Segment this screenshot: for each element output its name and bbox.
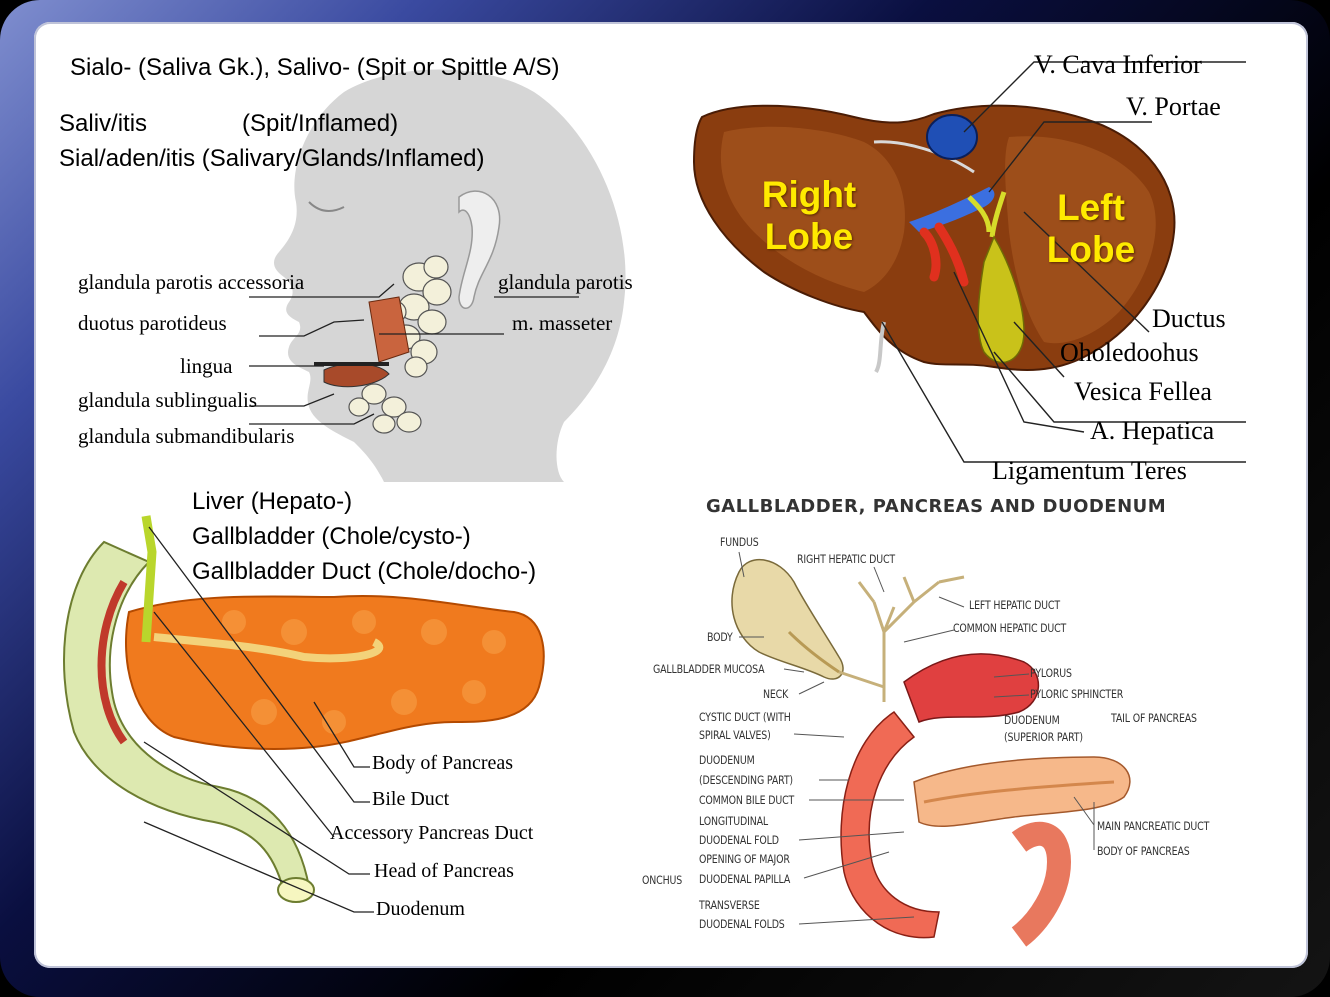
gb-label-tail: TAIL OF PANCREAS xyxy=(1111,711,1197,725)
pancreas-texture xyxy=(222,610,506,734)
gb-pancreas-organ xyxy=(913,756,1131,828)
gb-label-transverse-1: TRANSVERSE xyxy=(699,898,760,912)
label-duotus: duotus parotideus xyxy=(78,311,227,335)
pancreas-leader-lines xyxy=(143,526,374,913)
gb-label-longitudinal-1: LONGITUDINAL xyxy=(699,814,768,828)
gb-title: GALLBLADDER, PANCREAS AND DUODENUM xyxy=(706,496,1167,517)
gb-label-neck: NECK xyxy=(763,687,789,701)
label-parotis: glandula parotis xyxy=(498,270,633,294)
gb-label-fundus: FUNDUS xyxy=(720,535,759,549)
left-lobe-text: Left Lobe xyxy=(1046,187,1136,270)
gallbladder-shape xyxy=(977,235,1025,363)
head-illustration xyxy=(249,69,626,482)
eye-line xyxy=(308,201,345,212)
head-leader-lines xyxy=(249,283,579,425)
gb-label-duodenum-desc-1: DUODENUM xyxy=(699,753,755,767)
slide-card: Sialo- (Saliva Gk.), Salivo- (Spit or Sp… xyxy=(34,22,1308,968)
label-sublingualis: glandula sublingualis xyxy=(78,388,258,412)
liver-illustration xyxy=(692,61,1246,463)
label-portae: V. Portae xyxy=(1126,92,1221,121)
label-accessory-duct: Accessory Pancreas Duct xyxy=(330,822,534,844)
label-hepatica: A. Hepatica xyxy=(1090,416,1215,445)
label-lingua: lingua xyxy=(180,354,233,378)
right-lobe-text: Right Lobe xyxy=(761,174,857,257)
gb-label-duodenum-desc-2: (DESCENDING PART) xyxy=(699,773,793,787)
bile-duct-tube xyxy=(141,515,157,643)
left-lobe-highlight xyxy=(1005,136,1156,344)
ear-shape xyxy=(458,190,501,309)
gb-label-duodenum-sup-1: DUODENUM xyxy=(1004,713,1060,727)
main-pancreatic-duct-line xyxy=(923,780,1115,804)
gallbladder-mucosa-fold xyxy=(787,630,840,674)
pylorus-organ xyxy=(903,653,1040,723)
gb-illustration xyxy=(731,551,1131,947)
label-teres: Ligamentum Teres xyxy=(992,456,1187,485)
gb-label-mucosa: GALLBLADDER MUCOSA xyxy=(653,662,765,676)
gb-label-left-hepatic: LEFT HEPATIC DUCT xyxy=(969,598,1060,612)
sialadenitis-line: Sial/aden/itis (Salivary/Glands/Inflamed… xyxy=(59,145,485,172)
label-duodenum: Duodenum xyxy=(376,898,465,920)
gb-label-duodenum-sup-2: (SUPERIOR PART) xyxy=(1004,730,1083,744)
vena-cava-shape xyxy=(926,114,978,160)
salivitis-term: Saliv/itis xyxy=(59,110,148,137)
label-choledochus: Oholedoohus xyxy=(1060,338,1199,367)
label-body-pancreas: Body of Pancreas xyxy=(372,752,514,774)
liver-leader-lines xyxy=(881,61,1246,463)
liver-fissure xyxy=(873,140,975,174)
salivitis-meaning: (Spit/Inflamed) xyxy=(242,110,399,137)
gb-leader-lines xyxy=(738,551,1095,925)
liver-term-line-1: Liver (Hepato-) xyxy=(192,488,353,515)
duodenum-end xyxy=(277,877,315,903)
gb-label-transverse-2: DUODENAL FOLDS xyxy=(699,917,785,931)
liver-term-line-2: Gallbladder (Chole/cysto-) xyxy=(192,523,471,550)
gb-label-pyloric-sphincter: PYLORIC SPHINCTER xyxy=(1030,687,1124,701)
gb-label-right-hepatic: RIGHT HEPATIC DUCT xyxy=(797,552,896,566)
label-vena-cava: V. Cava Inferior xyxy=(1034,50,1202,79)
hepatic-artery-shape xyxy=(919,222,969,287)
bile-duct-shape xyxy=(967,191,1007,238)
label-parotis-accessoria: glandula parotis accessoria xyxy=(78,270,305,294)
pancreas-illustration xyxy=(63,515,545,913)
gb-label-opening-1: OPENING OF MAJOR xyxy=(699,852,790,866)
gb-label-onchus: ONCHUS xyxy=(642,873,683,887)
label-head-pancreas: Head of Pancreas xyxy=(374,860,514,882)
gb-label-main-duct: MAIN PANCREATIC DUCT xyxy=(1097,819,1210,833)
label-masseter: m. masseter xyxy=(512,311,613,335)
left-lobe-label: Left Lobe xyxy=(1036,187,1146,271)
gb-label-body-pancreas: BODY OF PANCREAS xyxy=(1097,844,1190,858)
gb-label-longitudinal-2: DUODENAL FOLD xyxy=(699,833,779,847)
jejunum-organ xyxy=(1011,821,1072,947)
right-lobe-label: Right Lobe xyxy=(749,174,869,258)
label-submandibularis: glandula submandibularis xyxy=(78,424,295,448)
gb-label-papilla: DUODENAL PAPILLA xyxy=(699,872,791,886)
gb-label-body: BODY xyxy=(707,630,733,644)
gb-duodenum-organ xyxy=(840,710,940,939)
gb-label-common-hepatic: COMMON HEPATIC DUCT xyxy=(953,621,1067,635)
hepatic-duct-tree xyxy=(838,575,965,702)
duodenum-mucosa xyxy=(97,579,128,745)
ligament-shape xyxy=(874,321,886,374)
gb-label-pylorus: PYLORUS xyxy=(1030,666,1072,680)
label-bile-duct: Bile Duct xyxy=(372,788,450,810)
pancreatic-duct-shape xyxy=(153,633,384,663)
gb-label-cystic-2: SPIRAL VALVES) xyxy=(699,728,771,742)
label-ductus: Ductus xyxy=(1152,304,1226,333)
label-vesica: Vesica Fellea xyxy=(1074,377,1212,406)
header-line: Sialo- (Saliva Gk.), Salivo- (Spit or Sp… xyxy=(70,54,560,81)
gb-label-cystic-1: CYSTIC DUCT (WITH xyxy=(699,710,791,724)
masseter-muscle xyxy=(368,296,410,363)
liver-term-line-3: Gallbladder Duct (Chole/docho-) xyxy=(192,558,537,585)
submandibular-gland xyxy=(348,383,422,434)
right-lobe-highlight xyxy=(720,126,905,292)
gb-label-common-bile: COMMON BILE DUCT xyxy=(699,793,795,807)
